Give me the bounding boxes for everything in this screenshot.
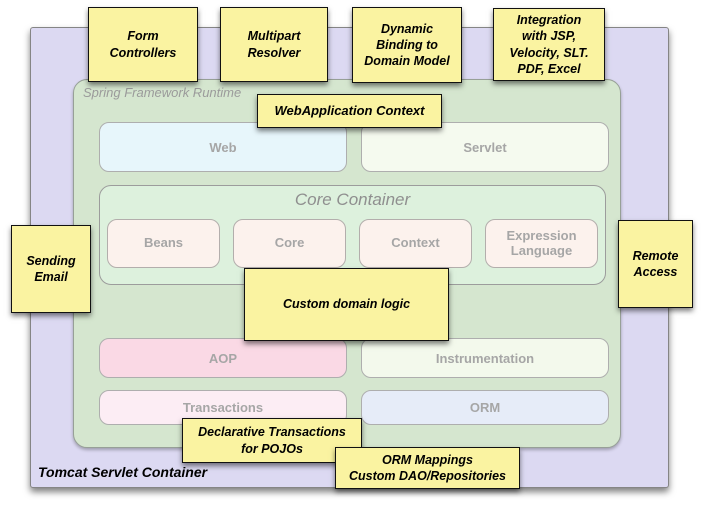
spring-framework-runtime: Spring Framework Runtime Web Servlet Cor… xyxy=(73,79,621,448)
module-transactions-label: Transactions xyxy=(182,400,264,415)
note-form-controllers-text: Form Controllers xyxy=(109,29,177,60)
note-integration-text: Integration with JSP, Velocity, SLT. PDF… xyxy=(509,13,589,76)
module-context: Context xyxy=(359,219,472,268)
note-remote-access-text: Remote Access xyxy=(632,248,679,279)
note-dynamic-binding: Dynamic Binding to Domain Model xyxy=(352,7,462,83)
tomcat-container-label: Tomcat Servlet Container xyxy=(38,464,208,480)
module-context-label: Context xyxy=(391,235,440,251)
note-custom-domain-logic: Custom domain logic xyxy=(244,268,449,341)
note-webapplication-context-text: WebApplication Context xyxy=(274,102,425,118)
module-aop: AOP xyxy=(99,338,347,378)
module-servlet-label: Servlet xyxy=(463,139,507,155)
note-sending-email: Sending Email xyxy=(11,225,91,313)
module-beans-label: Beans xyxy=(143,235,184,251)
module-aop-label: AOP xyxy=(208,350,238,366)
module-instrumentation-label: Instrumentation xyxy=(435,350,535,366)
module-instrumentation: Instrumentation xyxy=(361,338,609,378)
module-expression-language-label: Expression Language xyxy=(506,227,577,258)
note-remote-access: Remote Access xyxy=(618,220,693,308)
core-container-modules: Beans Core Context Expression Language xyxy=(107,219,598,268)
note-dynamic-binding-text: Dynamic Binding to Domain Model xyxy=(364,21,450,69)
note-orm-mappings: ORM Mappings Custom DAO/Repositories xyxy=(335,447,520,489)
module-core: Core xyxy=(233,219,346,268)
runtime-label: Spring Framework Runtime xyxy=(83,85,242,100)
note-multipart-resolver: Multipart Resolver xyxy=(220,7,328,82)
module-orm: ORM xyxy=(361,390,609,425)
note-declarative-transactions: Declarative Transactions for POJOs xyxy=(182,418,362,463)
note-multipart-resolver-text: Multipart Resolver xyxy=(247,29,301,60)
note-integration: Integration with JSP, Velocity, SLT. PDF… xyxy=(493,8,605,81)
note-orm-mappings-text: ORM Mappings Custom DAO/Repositories xyxy=(349,452,506,483)
note-sending-email-text: Sending Email xyxy=(26,253,76,284)
module-web-label: Web xyxy=(209,139,237,155)
core-container-title: Core Container xyxy=(294,190,411,209)
module-servlet: Servlet xyxy=(361,122,609,172)
module-expression-language: Expression Language xyxy=(485,219,598,268)
module-beans: Beans xyxy=(107,219,220,268)
note-webapplication-context: WebApplication Context xyxy=(257,94,442,128)
module-core-label: Core xyxy=(274,235,305,251)
module-web: Web xyxy=(99,122,347,172)
module-orm-label: ORM xyxy=(469,400,501,415)
note-declarative-transactions-text: Declarative Transactions for POJOs xyxy=(198,425,346,456)
note-form-controllers: Form Controllers xyxy=(88,7,198,82)
note-custom-domain-logic-text: Custom domain logic xyxy=(282,297,411,312)
